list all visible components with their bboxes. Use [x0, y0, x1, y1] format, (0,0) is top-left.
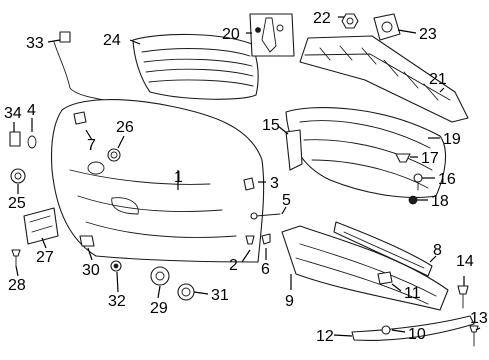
bumper-pad-part-34	[9, 131, 21, 147]
callout-16: 16	[438, 171, 456, 188]
callout-6: 6	[261, 261, 270, 278]
screw-part-28	[11, 249, 21, 267]
bolt-part-13	[469, 325, 479, 347]
callout-labels: 1 2 3 4 5 6 7 8 9 10 11 12 13 14 15 16 1…	[4, 10, 488, 345]
bolt-part-14	[457, 285, 469, 309]
callout-7: 7	[87, 137, 96, 154]
callout-26: 26	[116, 119, 134, 136]
callout-9: 9	[285, 293, 294, 310]
clip-part-3	[243, 177, 255, 191]
callout-20: 20	[222, 26, 240, 43]
nut-part-22	[341, 13, 359, 29]
nut-part-18	[408, 195, 418, 205]
reinforcement-part-19	[285, 107, 446, 198]
callout-24: 24	[103, 32, 121, 49]
sensor-retainer-part-31	[177, 283, 195, 301]
clip-part-11	[377, 271, 393, 285]
callout-10: 10	[408, 326, 426, 343]
callout-4: 4	[27, 102, 36, 119]
bumper-cover-part-1	[50, 99, 265, 263]
callout-25: 25	[8, 195, 26, 212]
emblem-part-26	[107, 148, 121, 162]
callout-15: 15	[262, 117, 280, 134]
callout-32: 32	[108, 293, 126, 310]
callout-3: 3	[270, 175, 279, 192]
callout-31: 31	[211, 287, 229, 304]
license-bracket-part-27	[23, 207, 59, 245]
callout-23: 23	[419, 26, 437, 43]
callout-17: 17	[421, 150, 439, 167]
bracket-part-20	[249, 13, 295, 57]
callout-21: 21	[429, 71, 447, 88]
clip-part-6	[261, 233, 271, 245]
callout-28: 28	[8, 277, 26, 294]
callout-34: 34	[4, 105, 22, 122]
lower-trim-part-12	[351, 315, 475, 341]
splash-shield-part-9	[281, 225, 449, 311]
bracket-part-15	[285, 129, 303, 171]
leader-lines	[13, 16, 481, 337]
callout-8: 8	[433, 242, 442, 259]
callout-29: 29	[150, 300, 168, 317]
o-ring-part-4	[27, 135, 37, 149]
clip-part-10	[381, 325, 391, 335]
lower-grille-part-8	[333, 221, 433, 277]
grommet-part-25	[10, 168, 26, 184]
callout-12: 12	[316, 328, 334, 345]
callout-33: 33	[26, 35, 44, 52]
callout-27: 27	[36, 249, 54, 266]
callout-19: 19	[443, 131, 461, 148]
upper-grille-part	[132, 33, 259, 100]
callout-2: 2	[229, 257, 238, 274]
callout-18: 18	[431, 193, 449, 210]
park-sensor-part-29	[150, 266, 170, 286]
rivet-part-5	[250, 212, 281, 220]
callout-5: 5	[282, 192, 291, 209]
callout-13: 13	[470, 310, 488, 327]
callout-22: 22	[313, 10, 331, 27]
clip-part-17	[395, 153, 411, 163]
callout-11: 11	[404, 285, 421, 302]
clip-part-2	[245, 235, 255, 245]
sensor-bracket-part-23	[373, 13, 401, 41]
callout-14: 14	[456, 253, 474, 270]
callout-1: 1	[174, 169, 183, 186]
clip-part-30	[79, 235, 95, 247]
upper-absorber-part-21	[299, 35, 469, 123]
callout-30: 30	[82, 262, 100, 279]
bracket-part-7	[73, 111, 87, 125]
retainer-part-32	[110, 260, 122, 272]
